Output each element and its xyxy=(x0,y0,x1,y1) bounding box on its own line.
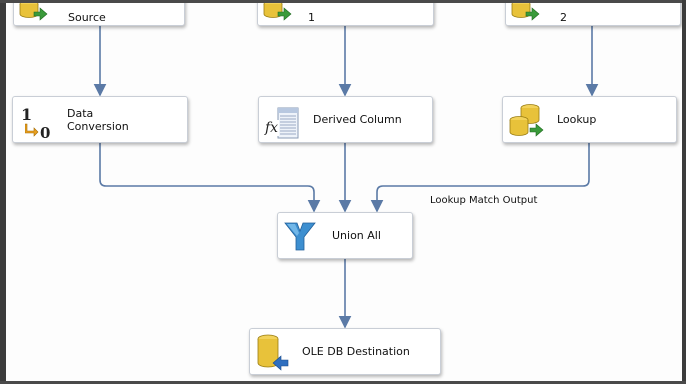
task-data-conversion[interactable]: 1 0 Data Conversion xyxy=(12,96,188,143)
task-source-label: Source xyxy=(68,10,106,24)
window-frame-right xyxy=(682,0,686,384)
task-derived-column-label: Derived Column xyxy=(313,113,402,126)
path-lookup-to-union-all[interactable] xyxy=(370,143,590,213)
path-data-conversion-to-union-all[interactable] xyxy=(99,143,321,213)
task-source-1[interactable]: 1 xyxy=(257,0,434,26)
task-union-all[interactable]: Union All xyxy=(277,212,413,259)
task-union-all-label: Union All xyxy=(332,229,381,242)
data-conversion-icon-top-digit: 1 xyxy=(21,104,33,124)
task-source[interactable]: Source xyxy=(13,0,185,26)
window-frame-left xyxy=(0,0,6,384)
data-conversion-icon: 1 0 xyxy=(13,102,53,142)
window-frame-bottom xyxy=(0,381,686,384)
task-lookup-label: Lookup xyxy=(557,113,597,126)
task-data-conversion-label-line2: Conversion xyxy=(67,119,129,133)
lookup-match-output-label: Lookup Match Output xyxy=(430,195,538,206)
task-source-2-label: 2 xyxy=(560,10,567,24)
task-derived-column[interactable]: fx Derived Column xyxy=(258,96,433,143)
lookup-cylinders-icon xyxy=(503,102,549,138)
task-lookup[interactable]: Lookup xyxy=(502,96,677,143)
source-cylinder-arrow-icon xyxy=(258,0,296,26)
derived-column-fx-icon: fx xyxy=(259,102,299,138)
task-source-2[interactable]: 2 xyxy=(505,0,681,26)
task-ole-db-destination[interactable]: OLE DB Destination xyxy=(249,328,441,375)
source-cylinder-arrow-icon xyxy=(14,0,52,26)
derived-column-fx-text: fx xyxy=(264,119,280,136)
task-data-conversion-label-line1: Data xyxy=(67,106,94,120)
source-cylinder-arrow-icon xyxy=(506,0,544,26)
task-ole-db-destination-label: OLE DB Destination xyxy=(302,345,410,358)
union-all-funnel-icon xyxy=(278,218,322,254)
window-frame-top xyxy=(0,0,686,3)
database-destination-icon xyxy=(250,334,294,371)
data-conversion-icon-bottom-digit: 0 xyxy=(40,123,51,142)
task-source-1-label: 1 xyxy=(308,10,315,24)
